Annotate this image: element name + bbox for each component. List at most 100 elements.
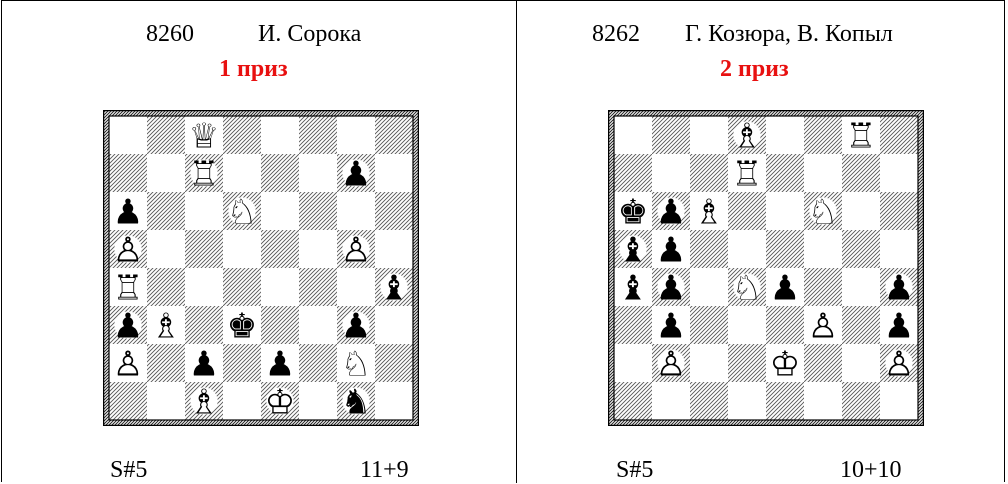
board-square	[766, 116, 804, 154]
board-square	[690, 116, 728, 154]
board-square	[223, 268, 261, 306]
board-square	[261, 306, 299, 344]
problem-material: 10+10	[840, 456, 902, 484]
board-square	[375, 154, 413, 192]
board-square	[223, 154, 261, 192]
white-bishop-icon: ♗	[694, 193, 725, 233]
problem-authors: И. Сорока	[258, 20, 361, 48]
board-square	[766, 154, 804, 192]
board-square	[842, 382, 880, 420]
problem-award: 2 приз	[720, 56, 789, 83]
board-square	[299, 382, 337, 420]
white-pawn-icon: ♙	[656, 345, 687, 385]
board-square	[261, 154, 299, 192]
black-knight-icon: ♞	[341, 383, 372, 423]
black-pawn-icon: ♟	[656, 193, 687, 233]
problem-authors: Г. Козюра, В. Копыл	[685, 20, 893, 48]
black-pawn-icon: ♟	[884, 307, 915, 347]
board-square	[375, 382, 413, 420]
board-square	[147, 154, 185, 192]
board-square	[375, 306, 413, 344]
white-rook-icon: ♖	[189, 155, 220, 195]
board-square	[147, 230, 185, 268]
board-square	[614, 154, 652, 192]
board-square	[804, 154, 842, 192]
board-square	[690, 306, 728, 344]
black-pawn-icon: ♟	[770, 269, 801, 309]
board-square	[261, 192, 299, 230]
board-square	[261, 116, 299, 154]
white-queen-icon: ♕	[189, 117, 220, 157]
white-rook-icon: ♖	[113, 269, 144, 309]
board-square	[614, 116, 652, 154]
board-square	[299, 306, 337, 344]
board-square	[223, 382, 261, 420]
white-pawn-icon: ♙	[341, 231, 372, 271]
board-square	[223, 116, 261, 154]
board-square	[804, 116, 842, 154]
board-square	[299, 230, 337, 268]
black-pawn-icon: ♟	[884, 269, 915, 309]
white-bishop-icon: ♗	[732, 117, 763, 157]
board-square	[880, 230, 918, 268]
board-square	[185, 230, 223, 268]
board-square	[842, 306, 880, 344]
white-knight-icon: ♘	[732, 269, 763, 309]
board-square	[147, 268, 185, 306]
white-knight-icon: ♘	[341, 345, 372, 385]
board-square	[842, 230, 880, 268]
board-square	[804, 268, 842, 306]
board-square	[147, 116, 185, 154]
board-square	[375, 230, 413, 268]
black-pawn-icon: ♟	[113, 193, 144, 233]
board-square	[614, 306, 652, 344]
white-rook-icon: ♖	[732, 155, 763, 195]
board-square	[337, 268, 375, 306]
board-square	[766, 230, 804, 268]
board-square	[299, 268, 337, 306]
black-king-icon: ♚	[618, 193, 649, 233]
board-square	[804, 344, 842, 382]
board-square	[299, 154, 337, 192]
white-pawn-icon: ♙	[884, 345, 915, 385]
white-bishop-icon: ♗	[189, 383, 220, 423]
board-square	[261, 268, 299, 306]
board-square	[652, 154, 690, 192]
board-square	[223, 344, 261, 382]
problem-number: 8262	[592, 20, 640, 48]
black-pawn-icon: ♟	[656, 231, 687, 271]
board-square	[842, 192, 880, 230]
board-square	[337, 116, 375, 154]
white-bishop-icon: ♗	[151, 307, 182, 347]
board-square	[880, 382, 918, 420]
board-square	[728, 344, 766, 382]
column-divider	[516, 0, 517, 483]
black-bishop-icon: ♝	[618, 269, 649, 309]
problem-stipulation: S#5	[616, 456, 653, 484]
board-square	[185, 192, 223, 230]
board-square	[185, 306, 223, 344]
board-square	[880, 116, 918, 154]
board-square	[299, 344, 337, 382]
black-bishop-icon: ♝	[379, 269, 410, 309]
problem-stipulation: S#5	[110, 456, 147, 484]
board-square	[614, 344, 652, 382]
white-rook-icon: ♖	[846, 117, 877, 157]
board-square	[261, 230, 299, 268]
problem-material: 11+9	[360, 456, 409, 484]
board-square	[652, 116, 690, 154]
board-square	[880, 192, 918, 230]
black-pawn-icon: ♟	[113, 307, 144, 347]
board-square	[728, 382, 766, 420]
black-pawn-icon: ♟	[189, 345, 220, 385]
board-square	[223, 230, 261, 268]
white-pawn-icon: ♙	[113, 345, 144, 385]
board-square	[109, 116, 147, 154]
chess-board: ♗♖♖♚♟♗♘♝♟♝♟♘♟♟♟♙♟♙♔♙	[608, 110, 924, 426]
board-square	[766, 192, 804, 230]
board-square	[375, 192, 413, 230]
board-square	[109, 154, 147, 192]
board-square	[728, 306, 766, 344]
board-square	[804, 230, 842, 268]
black-pawn-icon: ♟	[265, 345, 296, 385]
